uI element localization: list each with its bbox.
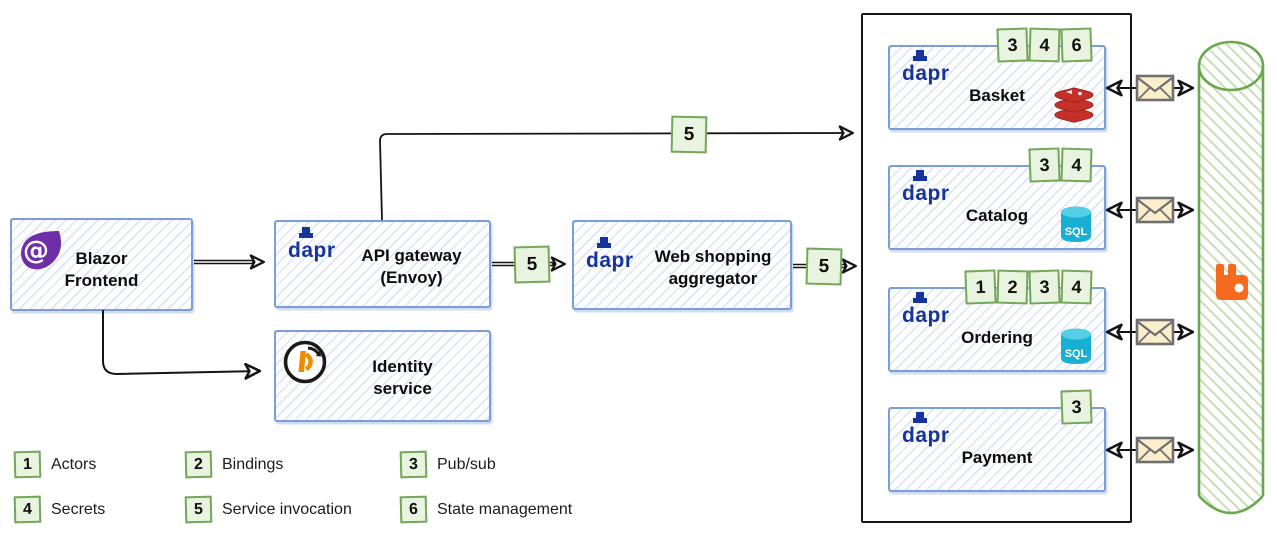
block-badge: 4 [1060, 269, 1093, 305]
api-gateway-label: API gateway (Envoy) [361, 246, 462, 288]
block-badge: 3 [1060, 389, 1093, 425]
node-basket: dapr Basket 3 4 6 [888, 27, 1106, 130]
node-identity-service: Identity service [274, 330, 491, 422]
svg-text:@: @ [23, 236, 49, 266]
legend-label: State management [437, 500, 573, 518]
legend-label: Secrets [51, 500, 106, 518]
dapr-sidecar-logo: dapr [902, 170, 950, 204]
service-invocation-badge: 5 [670, 115, 708, 154]
svg-text:SQL: SQL [1065, 348, 1088, 360]
legend-item-secrets: 4 Secrets [13, 495, 106, 524]
svg-text:SQL: SQL [1065, 226, 1088, 238]
dapr-hat-icon [913, 412, 927, 423]
arrow-blazor-to-gateway [194, 254, 265, 270]
legend-label: Bindings [222, 455, 284, 473]
legend-badge: 3 [399, 450, 428, 479]
legend-item-actors: 1 Actors [13, 450, 97, 479]
dapr-sidecar-logo: dapr [902, 50, 950, 84]
dapr-hat-icon [913, 50, 927, 61]
blazor-icon: @ [21, 231, 62, 270]
service-invocation-badge: 5 [513, 245, 551, 284]
service-invocation-badge: 5 [805, 247, 843, 286]
node-ordering: dapr Ordering 1 2 3 4 SQL [888, 269, 1106, 372]
building-block-badges: 3 [1060, 389, 1093, 425]
dapr-sidecar-logo: dapr [288, 227, 336, 261]
block-badge: 4 [1060, 147, 1093, 183]
arrow-blazor-to-identity [102, 310, 262, 380]
block-badge: 3 [1028, 269, 1061, 305]
legend-label: Actors [51, 455, 97, 473]
identity-service-label: Identity service [372, 357, 433, 399]
node-api-gateway: dapr API gateway (Envoy) [274, 220, 491, 308]
block-badge: 3 [1028, 147, 1061, 183]
sql-database-icon: SQL [1061, 206, 1091, 242]
block-badge: 2 [996, 269, 1029, 305]
legend-label: Service invocation [222, 500, 352, 518]
dapr-hat-icon [299, 227, 313, 238]
rabbitmq-icon [1216, 264, 1248, 300]
message-envelope-icon [1135, 318, 1175, 346]
dapr-sidecar-logo: dapr [586, 237, 634, 271]
dapr-hat-icon [597, 237, 611, 248]
node-blazor-frontend: @ Blazor Frontend [10, 218, 193, 311]
blazor-label: Blazor Frontend [64, 249, 139, 291]
building-block-badges: 3 4 [1028, 147, 1093, 183]
message-envelope-icon [1135, 436, 1175, 464]
building-block-badges: 1 2 3 4 [964, 269, 1093, 305]
identity-server-icon [283, 340, 327, 384]
services-container [861, 13, 1132, 523]
legend-badge: 2 [184, 450, 213, 479]
block-badge: 6 [1060, 27, 1093, 63]
message-envelope-icon [1135, 74, 1175, 102]
legend-label: Pub/sub [437, 455, 496, 473]
dapr-hat-icon [913, 170, 927, 181]
node-payment: dapr Payment 3 [888, 389, 1106, 492]
dapr-sidecar-logo: dapr [902, 292, 950, 326]
dapr-hat-icon [913, 292, 927, 303]
legend-item-bindings: 2 Bindings [184, 450, 284, 479]
service-name: Payment [961, 448, 1033, 467]
block-badge: 4 [1028, 27, 1061, 63]
legend-item-service-invocation: 5 Service invocation [184, 495, 352, 524]
legend-item-pubsub: 3 Pub/sub [399, 450, 496, 479]
legend-badge: 1 [13, 450, 42, 479]
legend-badge: 5 [184, 495, 213, 524]
message-envelope-icon [1135, 196, 1175, 224]
block-badge: 3 [996, 27, 1029, 63]
node-web-shopping-aggregator: dapr Web shopping aggregator [572, 220, 792, 310]
service-name: Catalog [965, 206, 1029, 225]
legend-badge: 4 [13, 495, 42, 524]
dapr-sidecar-logo: dapr [902, 412, 950, 446]
aggregator-label: Web shopping aggregator [654, 247, 772, 289]
node-catalog: dapr Catalog 3 4 SQL [888, 147, 1106, 250]
arrow-gateway-to-basket [379, 125, 854, 221]
sql-database-icon: SQL [1061, 328, 1091, 364]
legend-item-state-management: 6 State management [399, 495, 573, 524]
block-badge: 1 [964, 269, 997, 305]
redis-icon [1054, 87, 1094, 123]
legend-badge: 6 [399, 495, 428, 524]
service-name: Ordering [961, 328, 1033, 347]
service-name: Basket [969, 86, 1025, 105]
building-block-badges: 3 4 6 [996, 27, 1093, 63]
